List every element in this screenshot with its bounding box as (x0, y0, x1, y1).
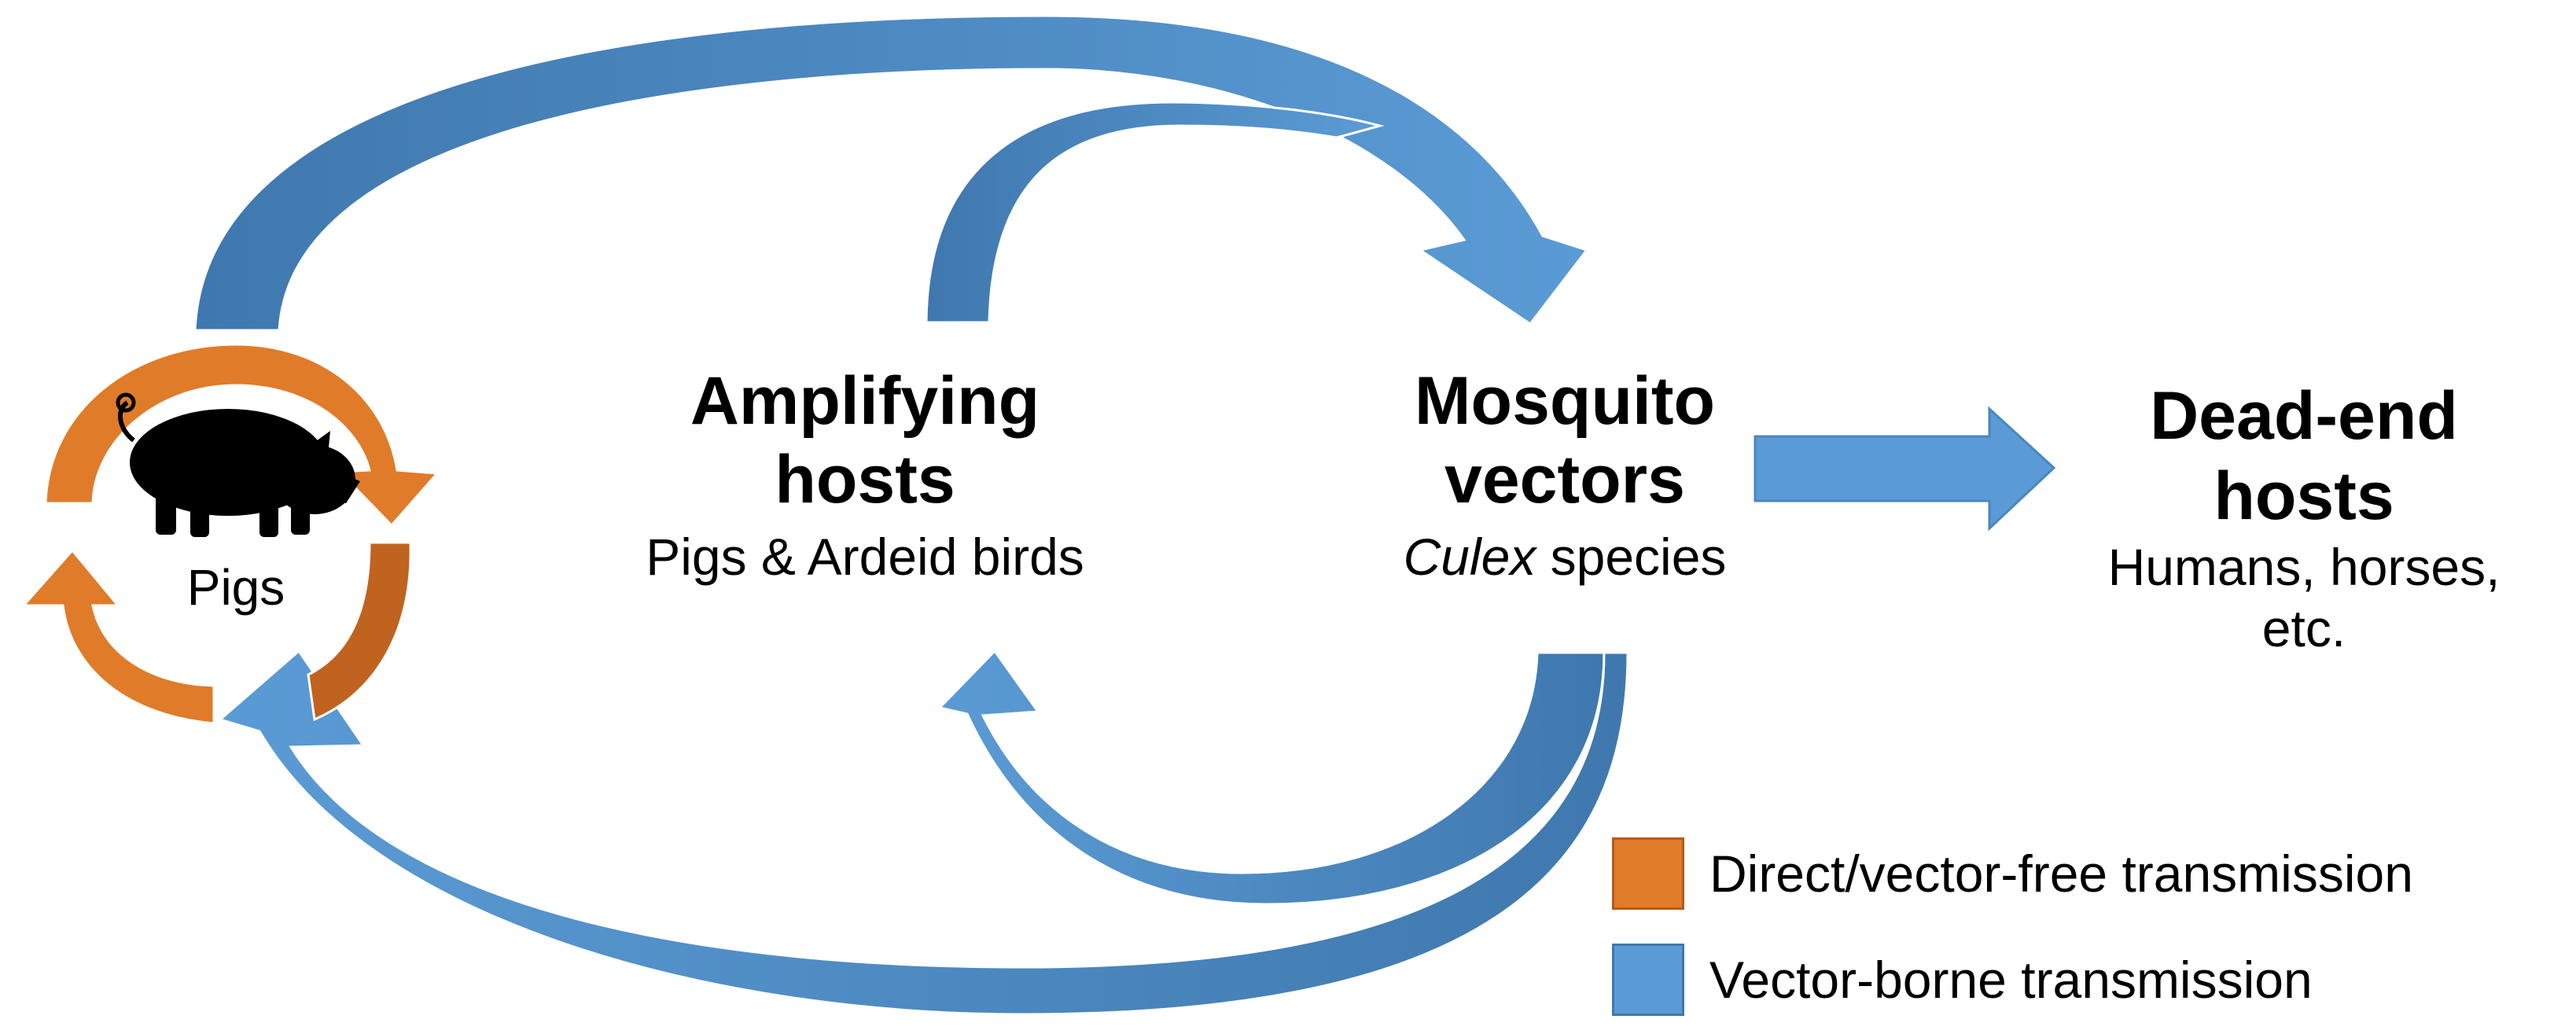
deadend-subtitle-line1: Humans, horses, (2107, 538, 2501, 596)
amplifying-hosts-node: Amplifying hosts Pigs & Ardeid birds (550, 362, 1179, 594)
pigs-label: Pigs (186, 559, 285, 616)
orange-arrow-bottom-left (307, 541, 412, 722)
amplifying-subtitle: Pigs & Ardeid birds (646, 528, 1084, 586)
arrow-mosquito-to-pigs (217, 649, 1629, 1016)
deadend-title-line2: hosts (2214, 458, 2394, 534)
legend-swatch-blue (1612, 944, 1684, 1016)
mosquito-subtitle: Culex species (1242, 519, 1887, 594)
arrow-pigs-to-mosquito (193, 14, 1589, 332)
legend-item-vector: Vector-borne transmission (1612, 944, 2313, 1016)
legend-label-direct: Direct/vector-free transmission (1709, 844, 2413, 903)
mosquito-title-line1: Mosquito (1414, 363, 1716, 439)
legend-label-vector: Vector-borne transmission (1709, 951, 2313, 1009)
mosquito-title-line2: vectors (1444, 442, 1685, 517)
pig-icon (116, 392, 360, 537)
dead-end-hosts-node: Dead-end hosts Humans, horses, etc. (2044, 376, 2563, 659)
legend-swatch-orange (1612, 837, 1684, 910)
orange-arrow-left (20, 548, 215, 725)
legend-item-direct: Direct/vector-free transmission (1612, 837, 2413, 910)
amplifying-title-line2: hosts (775, 442, 955, 517)
mosquito-subtitle-rest: species (1536, 528, 1727, 586)
deadend-title-line1: Dead-end (2150, 378, 2458, 454)
mosquito-subtitle-genus: Culex (1403, 528, 1536, 586)
arrow-mosquito-to-deadend (1754, 406, 2056, 532)
amplifying-title-line1: Amplifying (690, 363, 1040, 439)
arrow-mosquito-to-amplifying (937, 649, 1606, 906)
arrow-amplifying-to-mosquito (925, 101, 1385, 324)
mosquito-vectors-node: Mosquito vectors Culex species (1242, 362, 1887, 594)
deadend-subtitle-line2: etc. (2261, 599, 2346, 657)
orange-arrow-top-right (44, 343, 440, 528)
